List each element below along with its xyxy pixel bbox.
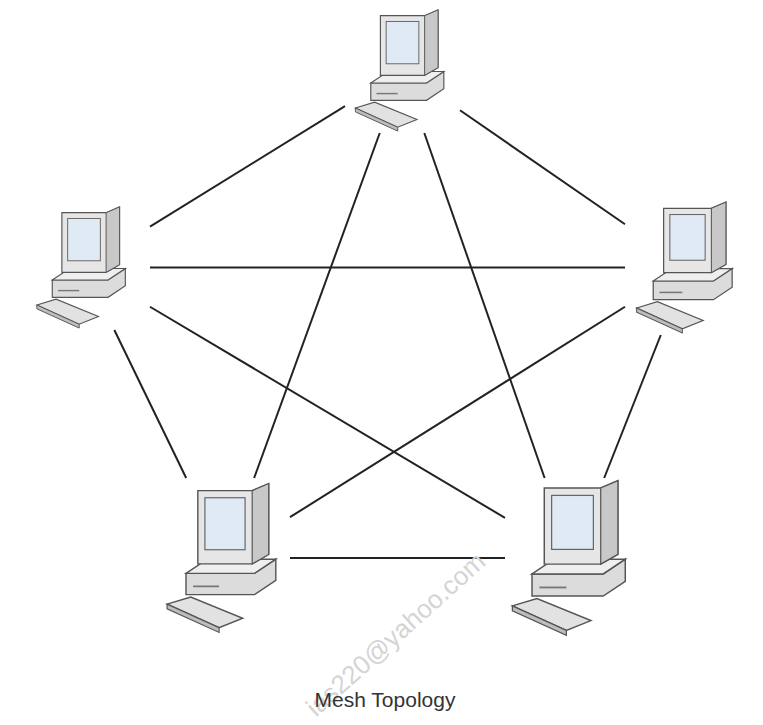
computer-icon xyxy=(625,200,750,335)
screen xyxy=(552,495,594,549)
screen xyxy=(205,498,245,550)
monitor xyxy=(198,484,269,564)
network-link xyxy=(460,110,625,224)
network-link xyxy=(290,307,625,517)
monitor-side xyxy=(425,10,438,75)
computer-node xyxy=(18,205,150,330)
computer-icon xyxy=(505,478,640,638)
computer-node xyxy=(625,200,750,335)
computer-node xyxy=(345,8,460,133)
keyboard-edge xyxy=(512,606,566,635)
computer-icon xyxy=(160,478,290,638)
monitor-side xyxy=(711,202,726,273)
computer-icon xyxy=(345,8,460,133)
network-link xyxy=(150,267,625,269)
keyboard-edge xyxy=(637,308,683,333)
drive-slot xyxy=(377,93,398,94)
network-link xyxy=(150,106,345,227)
keyboard-edge xyxy=(167,604,219,632)
keyboard-edge xyxy=(355,108,397,131)
network-link xyxy=(604,335,661,478)
caption: Mesh Topology xyxy=(315,688,456,712)
monitor-side xyxy=(252,484,269,564)
monitor-side xyxy=(106,207,119,272)
drive-slot xyxy=(659,292,682,294)
computer-icon xyxy=(18,205,150,330)
drive-slot xyxy=(58,290,79,291)
screen xyxy=(386,21,419,63)
drive-slot xyxy=(539,587,566,589)
network-link xyxy=(150,307,505,518)
network-link xyxy=(254,133,380,478)
monitor xyxy=(544,481,618,564)
monitor xyxy=(62,207,120,272)
screen xyxy=(68,218,101,260)
monitor xyxy=(380,10,438,75)
computer-node xyxy=(505,478,640,638)
screen xyxy=(670,215,705,261)
monitor xyxy=(664,202,726,273)
keyboard-edge xyxy=(37,305,79,328)
drive-slot xyxy=(193,585,219,587)
computer-node xyxy=(160,478,290,638)
monitor-side xyxy=(601,481,618,564)
network-link xyxy=(424,133,544,478)
network-link xyxy=(114,330,186,478)
